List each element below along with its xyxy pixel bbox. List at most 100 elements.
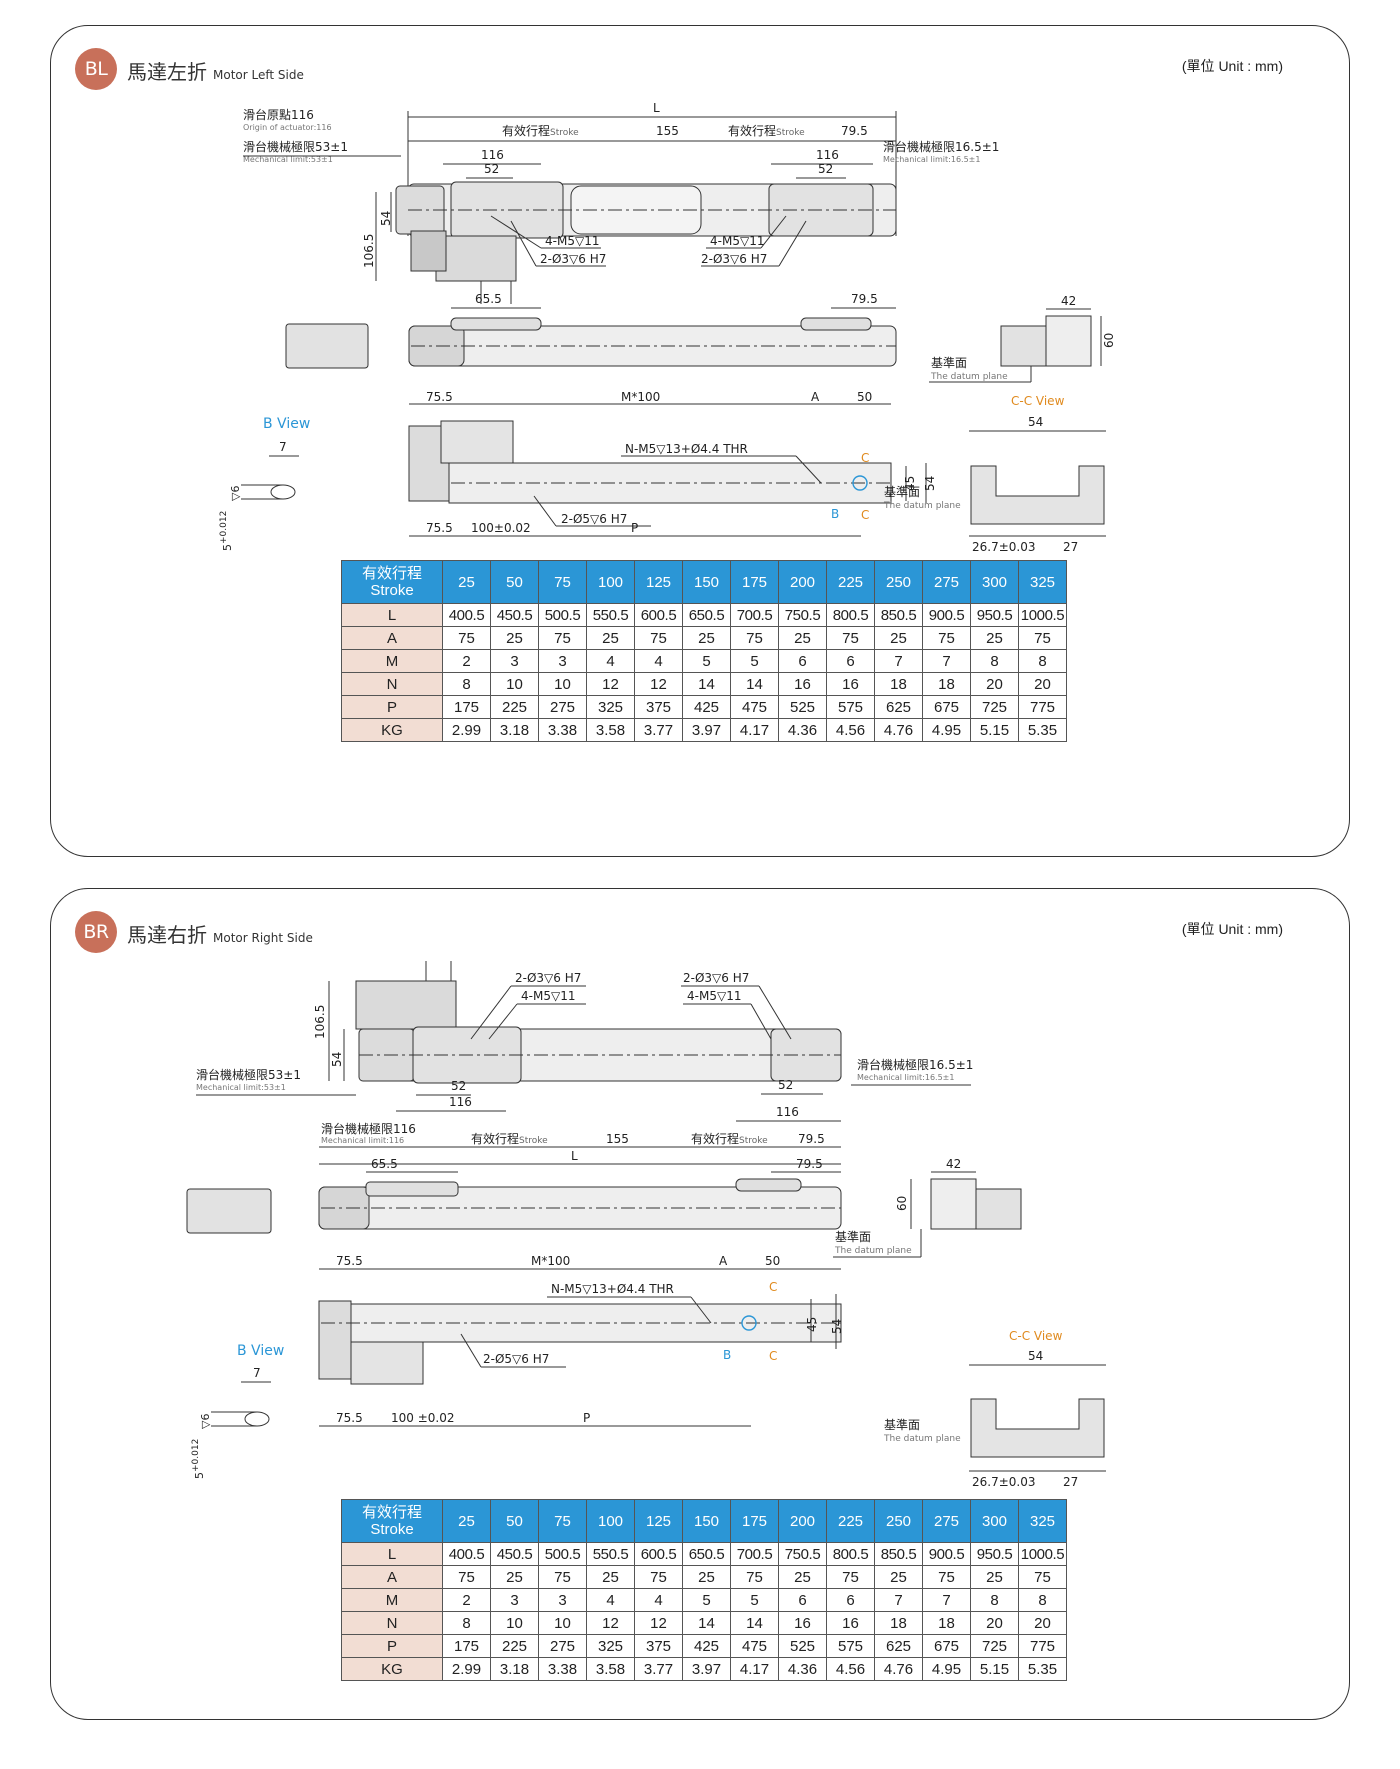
cc-dim-27: 27 [1063, 1475, 1078, 1489]
stroke-cell: 300 [970, 560, 1019, 604]
spec-cell: 425 [682, 695, 731, 719]
spec-cell: 800.5 [826, 1542, 875, 1566]
dim-52-right: 52 [778, 1078, 793, 1092]
spec-cell: 4 [586, 1588, 635, 1612]
dim-42: 42 [1061, 294, 1076, 308]
nm5-callout: N-M5▽13+Ø4.4 THR [625, 442, 748, 456]
spec-row-label: M [341, 1588, 443, 1612]
stroke-cell: 100 [586, 560, 635, 604]
pin-callout-left: 2-Ø3▽6 H7 [515, 971, 581, 985]
spec-row-label: N [341, 1611, 443, 1635]
panel-title-en: Motor Left Side [213, 68, 304, 82]
spec-cell: 25 [970, 1565, 1019, 1589]
b-dim-7: 7 [279, 440, 287, 454]
spec-cell: 25 [874, 1565, 923, 1589]
spec-cell: 75 [538, 626, 587, 650]
mech-left-en: Mechanical limit:53±1 [243, 155, 333, 164]
spec-cell: 3.58 [586, 718, 635, 742]
dim-100: 100±0.02 [471, 521, 531, 535]
spec-cell: 575 [826, 695, 875, 719]
cc-datum-zh: 基準面 [884, 1417, 920, 1432]
dim-M100: M*100 [621, 390, 660, 404]
b-tol: 5+0.012 [219, 511, 234, 551]
dim-79-5-side: 79.5 [796, 1157, 823, 1171]
stroke-cell: 325 [1018, 560, 1067, 604]
spec-cell: 10 [538, 1611, 587, 1635]
spec-cell: 3.38 [538, 1657, 587, 1681]
spec-cell: 25 [778, 626, 827, 650]
dim-52-right: 52 [818, 162, 833, 176]
spec-cell: 500.5 [538, 603, 587, 627]
spec-cell: 700.5 [730, 1542, 779, 1566]
spec-cell: 675 [922, 695, 971, 719]
spec-cell: 3 [490, 649, 539, 673]
panel-title-zh: 馬達右折 [127, 923, 207, 947]
spec-cell: 325 [586, 1634, 635, 1658]
spec-cell: 500.5 [538, 1542, 587, 1566]
spec-cell: 75 [442, 626, 491, 650]
cc-dim-26-7: 26.7±0.03 [972, 1475, 1036, 1489]
spec-cell: 900.5 [922, 603, 971, 627]
spec-row-label: P [341, 695, 443, 719]
stroke-en: Stroke [519, 1136, 548, 1146]
spec-cell: 20 [970, 1611, 1019, 1635]
spec-cell: 775 [1018, 1634, 1067, 1658]
b-dim-7: 7 [253, 1366, 261, 1380]
spec-cell: 2.99 [442, 1657, 491, 1681]
stroke-cell: 150 [682, 1499, 731, 1543]
spec-cell: 7 [922, 1588, 971, 1612]
spec-cell: 75 [634, 1565, 683, 1589]
stroke-cell: 75 [538, 560, 587, 604]
spec-cell: 8 [442, 1611, 491, 1635]
panel-badge: BL [75, 48, 117, 90]
spec-cell: 6 [778, 1588, 827, 1612]
spec-cell: 4.76 [874, 718, 923, 742]
spec-cell: 18 [922, 1611, 971, 1635]
cc-view-title: C-C View [1009, 1329, 1063, 1343]
spec-cell: 2 [442, 1588, 491, 1612]
spec-cell: 475 [730, 695, 779, 719]
b-dim-6: ▽6 [199, 1414, 212, 1429]
spec-cell: 425 [682, 1634, 731, 1658]
spec-cell: 3.77 [634, 1657, 683, 1681]
thread-callout-left: 4-M5▽11 [521, 989, 575, 1003]
spec-cell: 25 [490, 626, 539, 650]
b-dim-6: ▽6 [229, 486, 242, 501]
spec-cell: 800.5 [826, 603, 875, 627]
spec-cell: 750.5 [778, 603, 827, 627]
spec-cell: 600.5 [634, 1542, 683, 1566]
pin5-callout: 2-Ø5▽6 H7 [561, 512, 627, 526]
dim-75-5-bottom: 75.5 [426, 521, 453, 535]
spec-cell: 14 [682, 672, 731, 696]
spec-cell: 375 [634, 695, 683, 719]
spec-cell: 4.17 [730, 1657, 779, 1681]
spec-cell: 75 [442, 1565, 491, 1589]
datum-zh: 基準面 [835, 1229, 871, 1244]
spec-cell: 700.5 [730, 603, 779, 627]
stroke-en: Stroke [550, 128, 579, 138]
dim-116-right: 116 [816, 148, 839, 162]
spec-cell: 3 [538, 649, 587, 673]
unit-label: (單位 Unit : mm) [1181, 58, 1283, 74]
spec-row-label: A [341, 626, 443, 650]
spec-cell: 7 [874, 1588, 923, 1612]
stroke-cell: 225 [826, 560, 875, 604]
spec-cell: 375 [634, 1634, 683, 1658]
spec-cell: 725 [970, 1634, 1019, 1658]
spec-cell: 6 [826, 1588, 875, 1612]
stroke-cell: 125 [634, 1499, 683, 1543]
stroke-cell: 50 [490, 560, 539, 604]
view-B-marker: B [831, 507, 839, 521]
stroke-zh: 有效行程 [471, 1131, 519, 1146]
spec-cell: 4.56 [826, 1657, 875, 1681]
dim-42: 42 [946, 1157, 961, 1171]
spec-cell: 5 [730, 649, 779, 673]
origin-zh: 滑台原點116 [243, 107, 314, 122]
stroke-cell: 225 [826, 1499, 875, 1543]
